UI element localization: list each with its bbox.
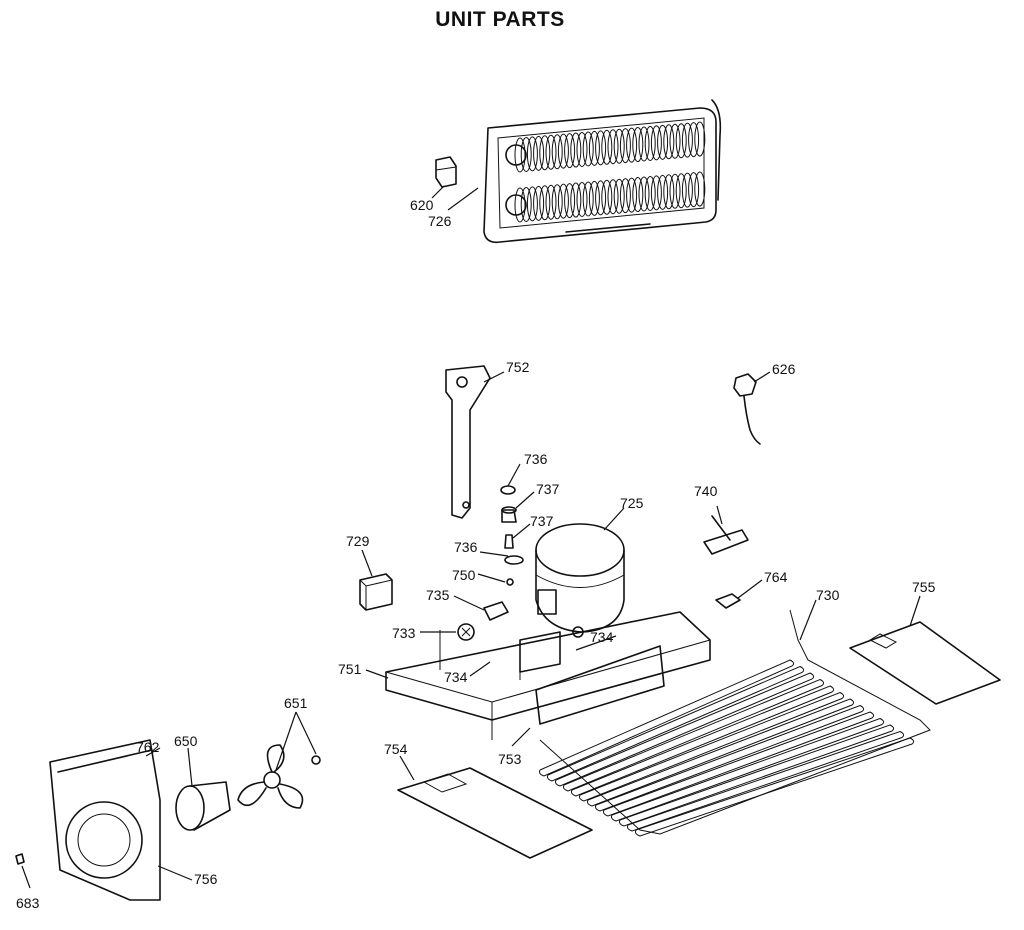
callout-736-bottom: 736 [454,539,478,555]
bracket-752 [445,365,491,519]
cover-753 [535,645,665,725]
leader-lines [21,185,921,889]
plate-755 [849,621,1001,705]
callout-683: 683 [16,895,40,911]
callout-750: 750 [452,567,476,583]
condenser-730 [539,609,931,837]
callout-737-top: 737 [536,481,560,497]
callout-756: 756 [194,871,218,887]
callout-752: 752 [506,359,530,375]
screw-651 [311,755,321,765]
callout-754: 754 [384,741,408,757]
callout-735: 735 [426,587,450,603]
diagram-title: UNIT PARTS [435,8,565,31]
part-733 [457,623,475,641]
fan-motor-650 [175,781,231,831]
callout-753: 753 [498,751,522,767]
part-735 [483,601,509,621]
fan-shroud-756 [49,739,161,901]
callout-726: 726 [428,213,452,229]
callout-725: 725 [620,495,644,511]
callout-764: 764 [764,569,788,585]
callout-736-top: 736 [524,451,548,467]
part-740 [703,515,749,555]
callout-734-right: 734 [590,629,614,645]
callout-626: 626 [772,361,796,377]
compressor-725 [535,523,625,638]
callout-labels: 620 726 752 626 736 737 737 725 740 729 … [16,197,936,911]
callout-740: 740 [694,483,718,499]
evaporator-726 [483,99,722,244]
callout-737-bottom: 737 [530,513,554,529]
callout-651: 651 [284,695,308,711]
screw-683 [15,853,25,865]
plate-754 [397,767,593,859]
callout-755: 755 [912,579,936,595]
fan-blade-651 [237,744,304,809]
relay-729 [359,573,393,611]
plug-626 [733,373,761,445]
callout-734-left: 734 [444,669,468,685]
callout-751: 751 [338,661,362,677]
clip-620 [435,156,457,188]
callout-620: 620 [410,197,434,213]
callout-762: 762 [136,739,160,755]
callout-729: 729 [346,533,370,549]
grommets [500,485,524,586]
callout-730: 730 [816,587,840,603]
callout-733: 733 [392,625,416,641]
base-pan-751 [385,611,711,740]
clip-764 [715,593,741,609]
callout-650: 650 [174,733,198,749]
